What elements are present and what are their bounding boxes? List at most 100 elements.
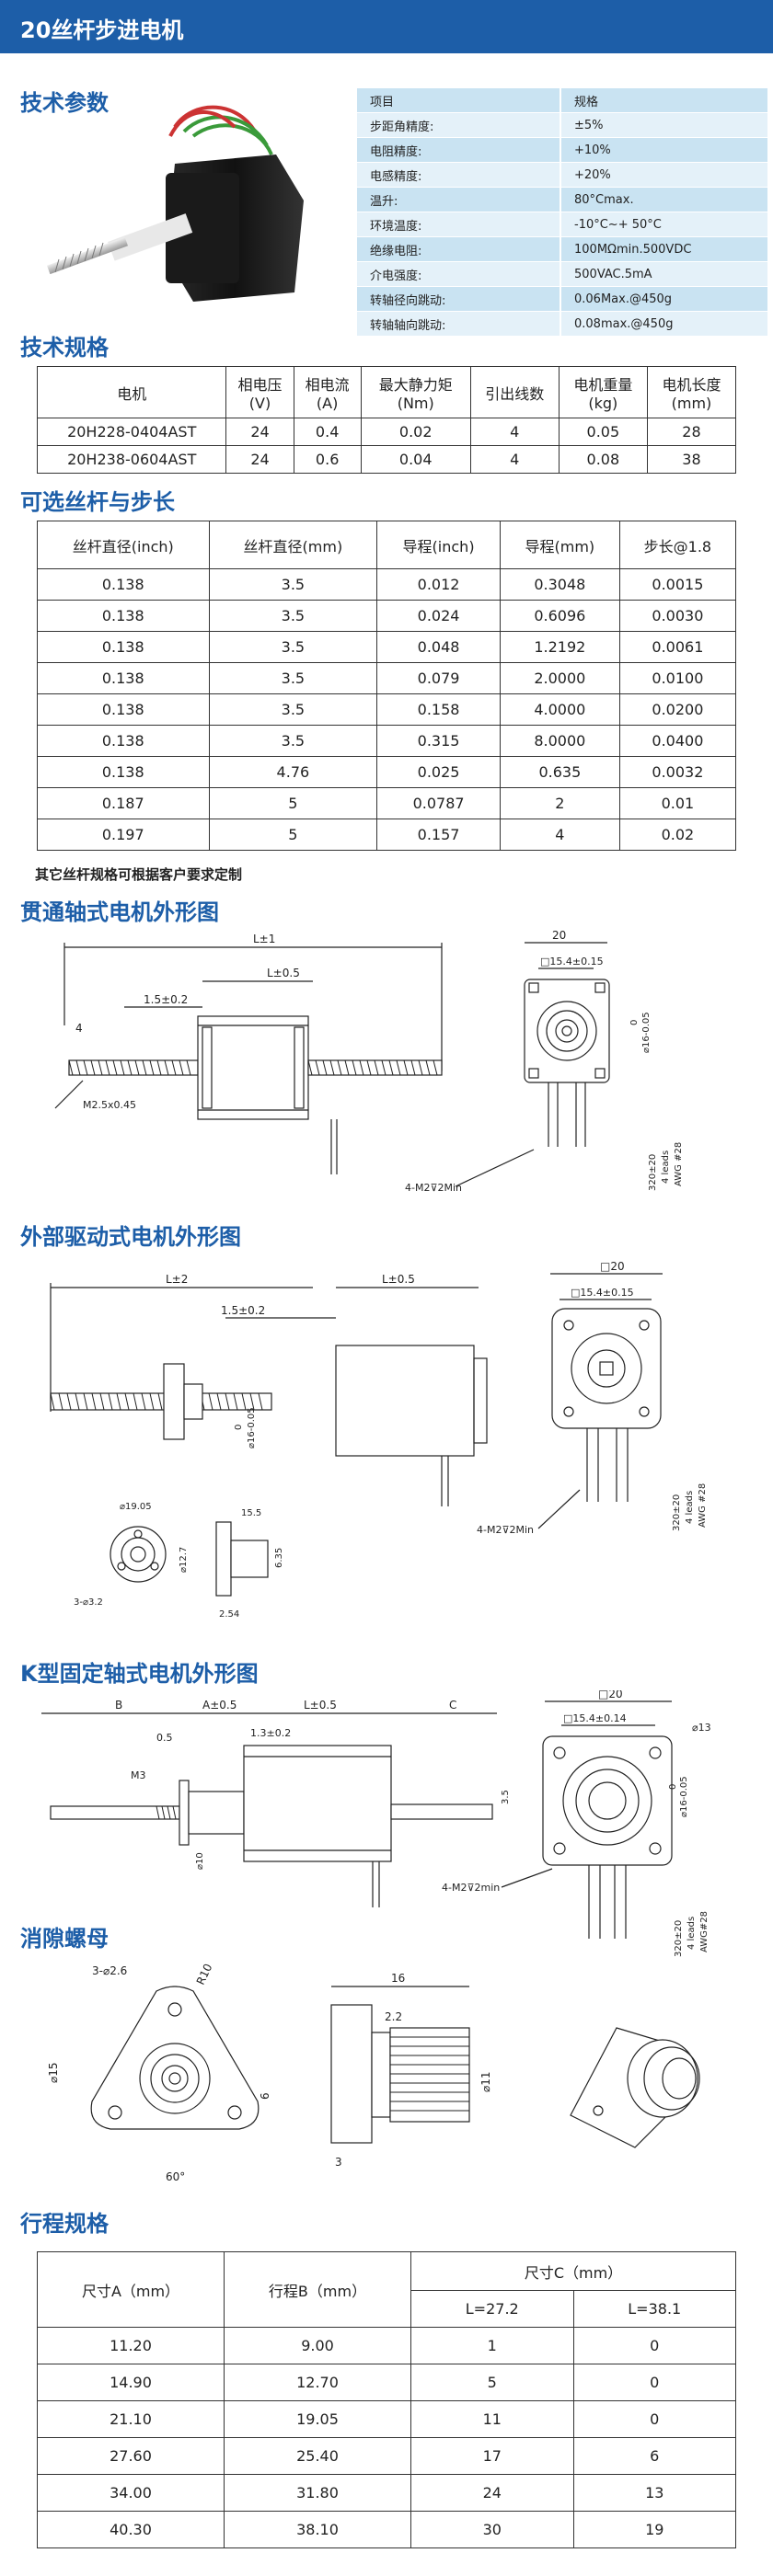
lead-cell: 3.5: [208, 568, 378, 601]
d2-l14: 4-M2⊽2Min: [477, 1524, 534, 1536]
lead-header-row: 丝杆直径(inch)丝杆直径(mm)导程(inch)导程(mm)步长@1.8: [37, 521, 737, 569]
specs-table: 电机相电压(V)相电流(A)最大静力矩(Nm)引出线数电机重量(kg)电机长度(…: [36, 366, 737, 474]
lead-cell: 0.138: [37, 693, 210, 726]
lead-header-cell: 步长@1.8: [618, 521, 737, 569]
specs-header-cell: 引出线数: [469, 366, 560, 418]
lead-cell: 0.138: [37, 568, 210, 601]
lead-cell: 4.0000: [499, 693, 620, 726]
specs-cell: 4: [469, 418, 560, 446]
param-name: 步距角精度:: [357, 112, 561, 138]
param-value: 500VAC.5mA: [560, 261, 767, 287]
d3-l13: 4-M2⊽2min: [442, 1882, 500, 1894]
lead-cell: 3.5: [208, 693, 378, 726]
lead-cell: 0.025: [376, 756, 501, 788]
d3-l2: A±0.5: [202, 1699, 237, 1712]
stroke-header-b: 行程B（mm）: [224, 2251, 411, 2328]
d3-l15: 4 leads: [686, 1917, 697, 1950]
d4-l9: 3: [335, 2156, 342, 2169]
param-value: 规格: [560, 88, 767, 113]
d3-l10: □20: [598, 1690, 623, 1700]
d2-l13: □15.4±0.15: [571, 1287, 634, 1299]
params-row: 介电强度:500VAC.5mA: [357, 261, 767, 287]
lead-cell: 2: [499, 787, 620, 819]
section-title-tech-specs: 技术规格: [20, 335, 109, 361]
specs-cell: 0.02: [360, 418, 471, 446]
params-row: 转轴径向跳动:0.06Max.@450g: [357, 286, 767, 312]
specs-header-line: 电机重量: [573, 376, 633, 394]
lead-cell: 3.5: [208, 725, 378, 757]
stroke-cell: 11.20: [37, 2327, 225, 2364]
lead-header-cell: 导程(mm): [499, 521, 620, 569]
motor-photo: [47, 105, 304, 302]
d1-l12: 4 leads: [661, 1151, 671, 1184]
lead-cell: 1.2192: [499, 631, 620, 663]
d3-l4: C: [449, 1699, 456, 1712]
lead-cell: 0.079: [376, 662, 501, 694]
nut-drawing: 3-⌀2.6 R10 ⌀15 60° 6 16 2.2 ⌀11 3: [47, 1962, 700, 2183]
d3-l1: B: [115, 1699, 122, 1712]
d2-l17: AWG #28: [698, 1483, 708, 1528]
lead-header-cell: 丝杆直径(inch): [37, 521, 210, 569]
param-value: +10%: [560, 137, 767, 163]
lead-cell: 3.5: [208, 631, 378, 663]
d4-l8: ⌀11: [479, 2072, 492, 2093]
lead-cell: 2.0000: [499, 662, 620, 694]
stroke-cell: 27.60: [37, 2437, 225, 2475]
d3-l18: ⌀16-0.05: [679, 1776, 689, 1817]
d2-l5: ⌀16-0.05: [247, 1407, 257, 1448]
d1-l4: 4: [75, 1022, 83, 1035]
specs-header-cell: 最大静力矩(Nm): [360, 366, 471, 418]
specs-header-cell: 相电压(V): [225, 366, 294, 418]
stroke-cell: 14.90: [37, 2364, 225, 2401]
lead-cell: 8.0000: [499, 725, 620, 757]
d2-l1: L±2: [166, 1273, 188, 1286]
lead-cell: 0.012: [376, 568, 501, 601]
specs-cell: 4: [469, 445, 560, 474]
specs-cell: 24: [225, 418, 294, 446]
lead-cell: 4.76: [208, 756, 378, 788]
d3-l3: L±0.5: [304, 1699, 337, 1712]
d2-l12: □20: [600, 1260, 625, 1273]
lead-cell: 0.0400: [618, 725, 737, 757]
lead-table: 丝杆直径(inch)丝杆直径(mm)导程(inch)导程(mm)步长@1.8 0…: [37, 521, 737, 851]
stroke-cell: 9.00: [224, 2327, 411, 2364]
lead-header-cell: 导程(inch): [376, 521, 501, 569]
external-drive-drawing: L±2 L±0.5 1.5±0.2 0 ⌀16-0.05 ⌀19.05 ⌀12.…: [50, 1260, 708, 1620]
param-name: 转轴轴向跳动:: [357, 311, 561, 337]
d2-l16: 4 leads: [685, 1491, 695, 1524]
d2-l2: L±0.5: [382, 1273, 415, 1286]
section-title-external: 外部驱动式电机外形图: [20, 1224, 241, 1250]
stroke-cell: 31.80: [224, 2474, 411, 2512]
params-row: 绝缘电阻:100MΩmin.500VDC: [357, 236, 767, 262]
param-name: 绝缘电阻:: [357, 236, 561, 262]
specs-cell: 28: [646, 418, 737, 446]
lead-cell: 0.197: [37, 819, 210, 851]
lead-cell: 0.138: [37, 600, 210, 632]
d3-l16: AWG#28: [699, 1911, 710, 1952]
stroke-cell: 17: [410, 2437, 574, 2475]
lead-cell: 0.158: [376, 693, 501, 726]
params-row: 步距角精度:±5%: [357, 112, 767, 138]
stroke-cell: 25.40: [224, 2437, 411, 2475]
specs-cell: 0.4: [293, 418, 362, 446]
d4-l4: 60°: [166, 2170, 185, 2183]
d1-l5: M2.5x0.45: [83, 1099, 136, 1111]
d3-l6: 1.3±0.2: [250, 1727, 291, 1739]
lead-cell: 0.138: [37, 756, 210, 788]
lead-cell: 0.138: [37, 725, 210, 757]
header-bar: 20丝杆步进电机: [0, 0, 773, 53]
stroke-cell: 19: [572, 2511, 736, 2548]
lead-cell: 3.5: [208, 600, 378, 632]
param-name: 介电强度:: [357, 261, 561, 287]
d2-l10: 6.35: [274, 1548, 284, 1568]
param-value: 0.06Max.@450g: [560, 286, 767, 312]
stroke-cell: 0: [572, 2400, 736, 2438]
specs-header-line: 电机: [117, 384, 147, 403]
specs-cell: 20H228-0404AST: [36, 418, 227, 446]
